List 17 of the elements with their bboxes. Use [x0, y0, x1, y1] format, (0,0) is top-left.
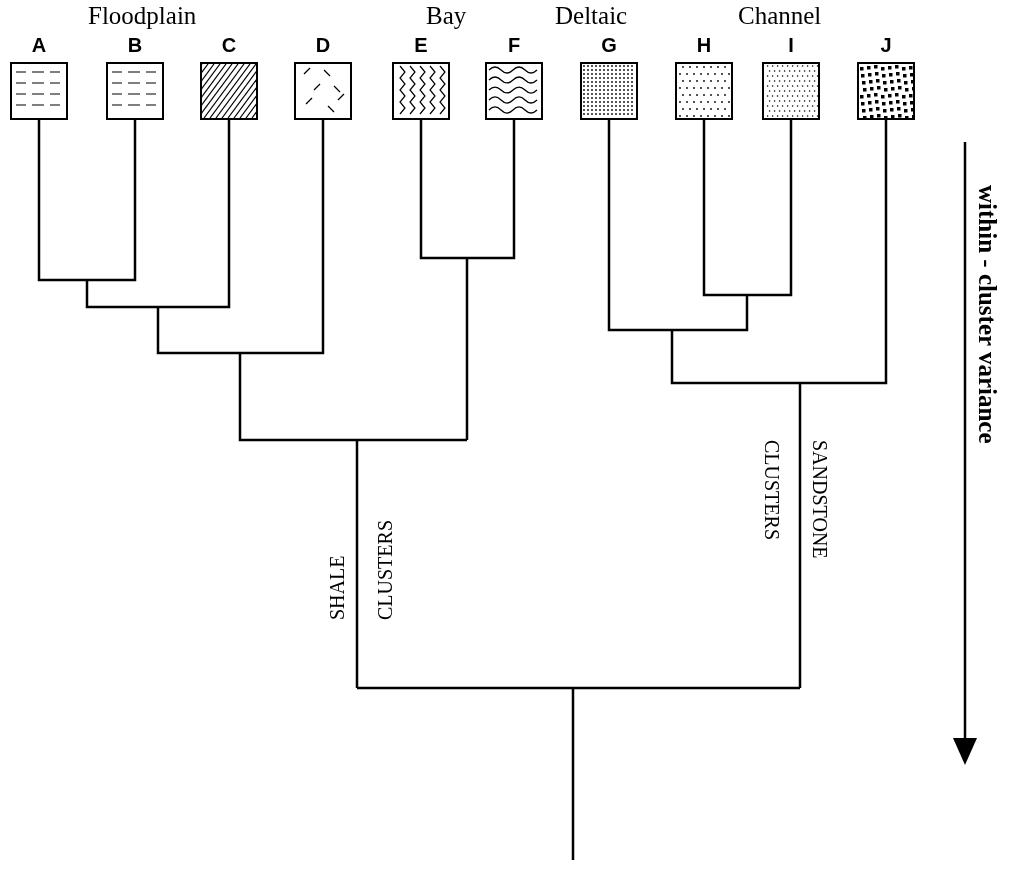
sample-letter: J — [879, 34, 893, 56]
group-label: Floodplain — [88, 2, 197, 30]
cluster-label: SHALE CLUSTERS — [325, 518, 397, 620]
sample-letter: E — [413, 34, 429, 56]
sample-letter: H — [695, 34, 713, 56]
sample-letter: A — [30, 34, 48, 56]
sample-letter: F — [506, 34, 522, 56]
axis-label: within - cluster variance — [973, 185, 1002, 446]
group-label: Channel — [738, 2, 822, 30]
sample-letter: G — [600, 34, 618, 56]
sample-letter: I — [787, 34, 795, 56]
group-label: Bay — [426, 2, 467, 30]
cluster-label: SANDSTONE CLUSTERS — [760, 440, 832, 561]
sample-letter: B — [126, 34, 144, 56]
group-label: Deltaic — [555, 2, 628, 30]
sample-letter: D — [314, 34, 332, 56]
sample-letter: C — [220, 34, 238, 56]
